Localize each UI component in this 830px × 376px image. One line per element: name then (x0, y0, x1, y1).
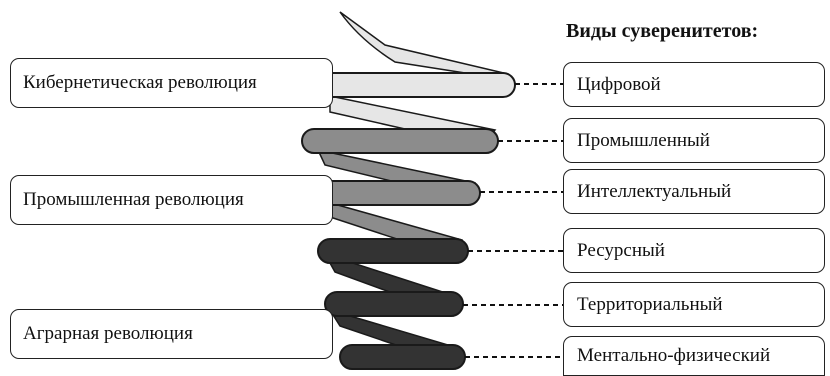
loop-mental-physical (339, 344, 466, 370)
loop-territorial (324, 291, 464, 317)
connector-tail-top (339, 11, 512, 81)
sovereignty-label-mental-physical: Ментально-физический (577, 345, 771, 366)
sovereignty-box-mental-physical: Ментально-физический (563, 336, 825, 376)
sovereignty-box-industrial: Промышленный (563, 118, 825, 163)
revolution-label-agrarian: Аграрная революция (23, 323, 193, 344)
sovereignty-label-resource: Ресурсный (577, 239, 665, 261)
sovereignty-box-resource: Ресурсный (563, 228, 825, 273)
sovereignty-label-territorial: Территориальный (577, 293, 723, 315)
sovereignty-box-digital: Цифровой (563, 62, 825, 107)
revolution-label-cybernetic: Кибернетическая революция (23, 72, 257, 93)
leader-lines (463, 83, 563, 358)
sovereignty-types-heading: Виды суверенитетов: (566, 20, 759, 42)
sovereignty-label-digital: Цифровой (577, 73, 661, 95)
revolution-label-industrial: Промышленная революция (23, 189, 244, 210)
loop-industrial (301, 128, 499, 154)
sovereignty-label-industrial: Промышленный (577, 129, 710, 151)
loop-digital (314, 72, 516, 98)
sovereignty-box-territorial: Территориальный (563, 282, 825, 327)
revolution-box-agrarian: Аграрная революция (10, 309, 333, 359)
revolution-box-cybernetic: Кибернетическая революция (10, 58, 333, 108)
sovereignty-box-intellectual: Интеллектуальный (563, 169, 825, 214)
sovereignty-label-intellectual: Интеллектуальный (577, 180, 732, 202)
loop-resource (317, 238, 469, 264)
revolution-box-industrial: Промышленная революция (10, 175, 333, 225)
